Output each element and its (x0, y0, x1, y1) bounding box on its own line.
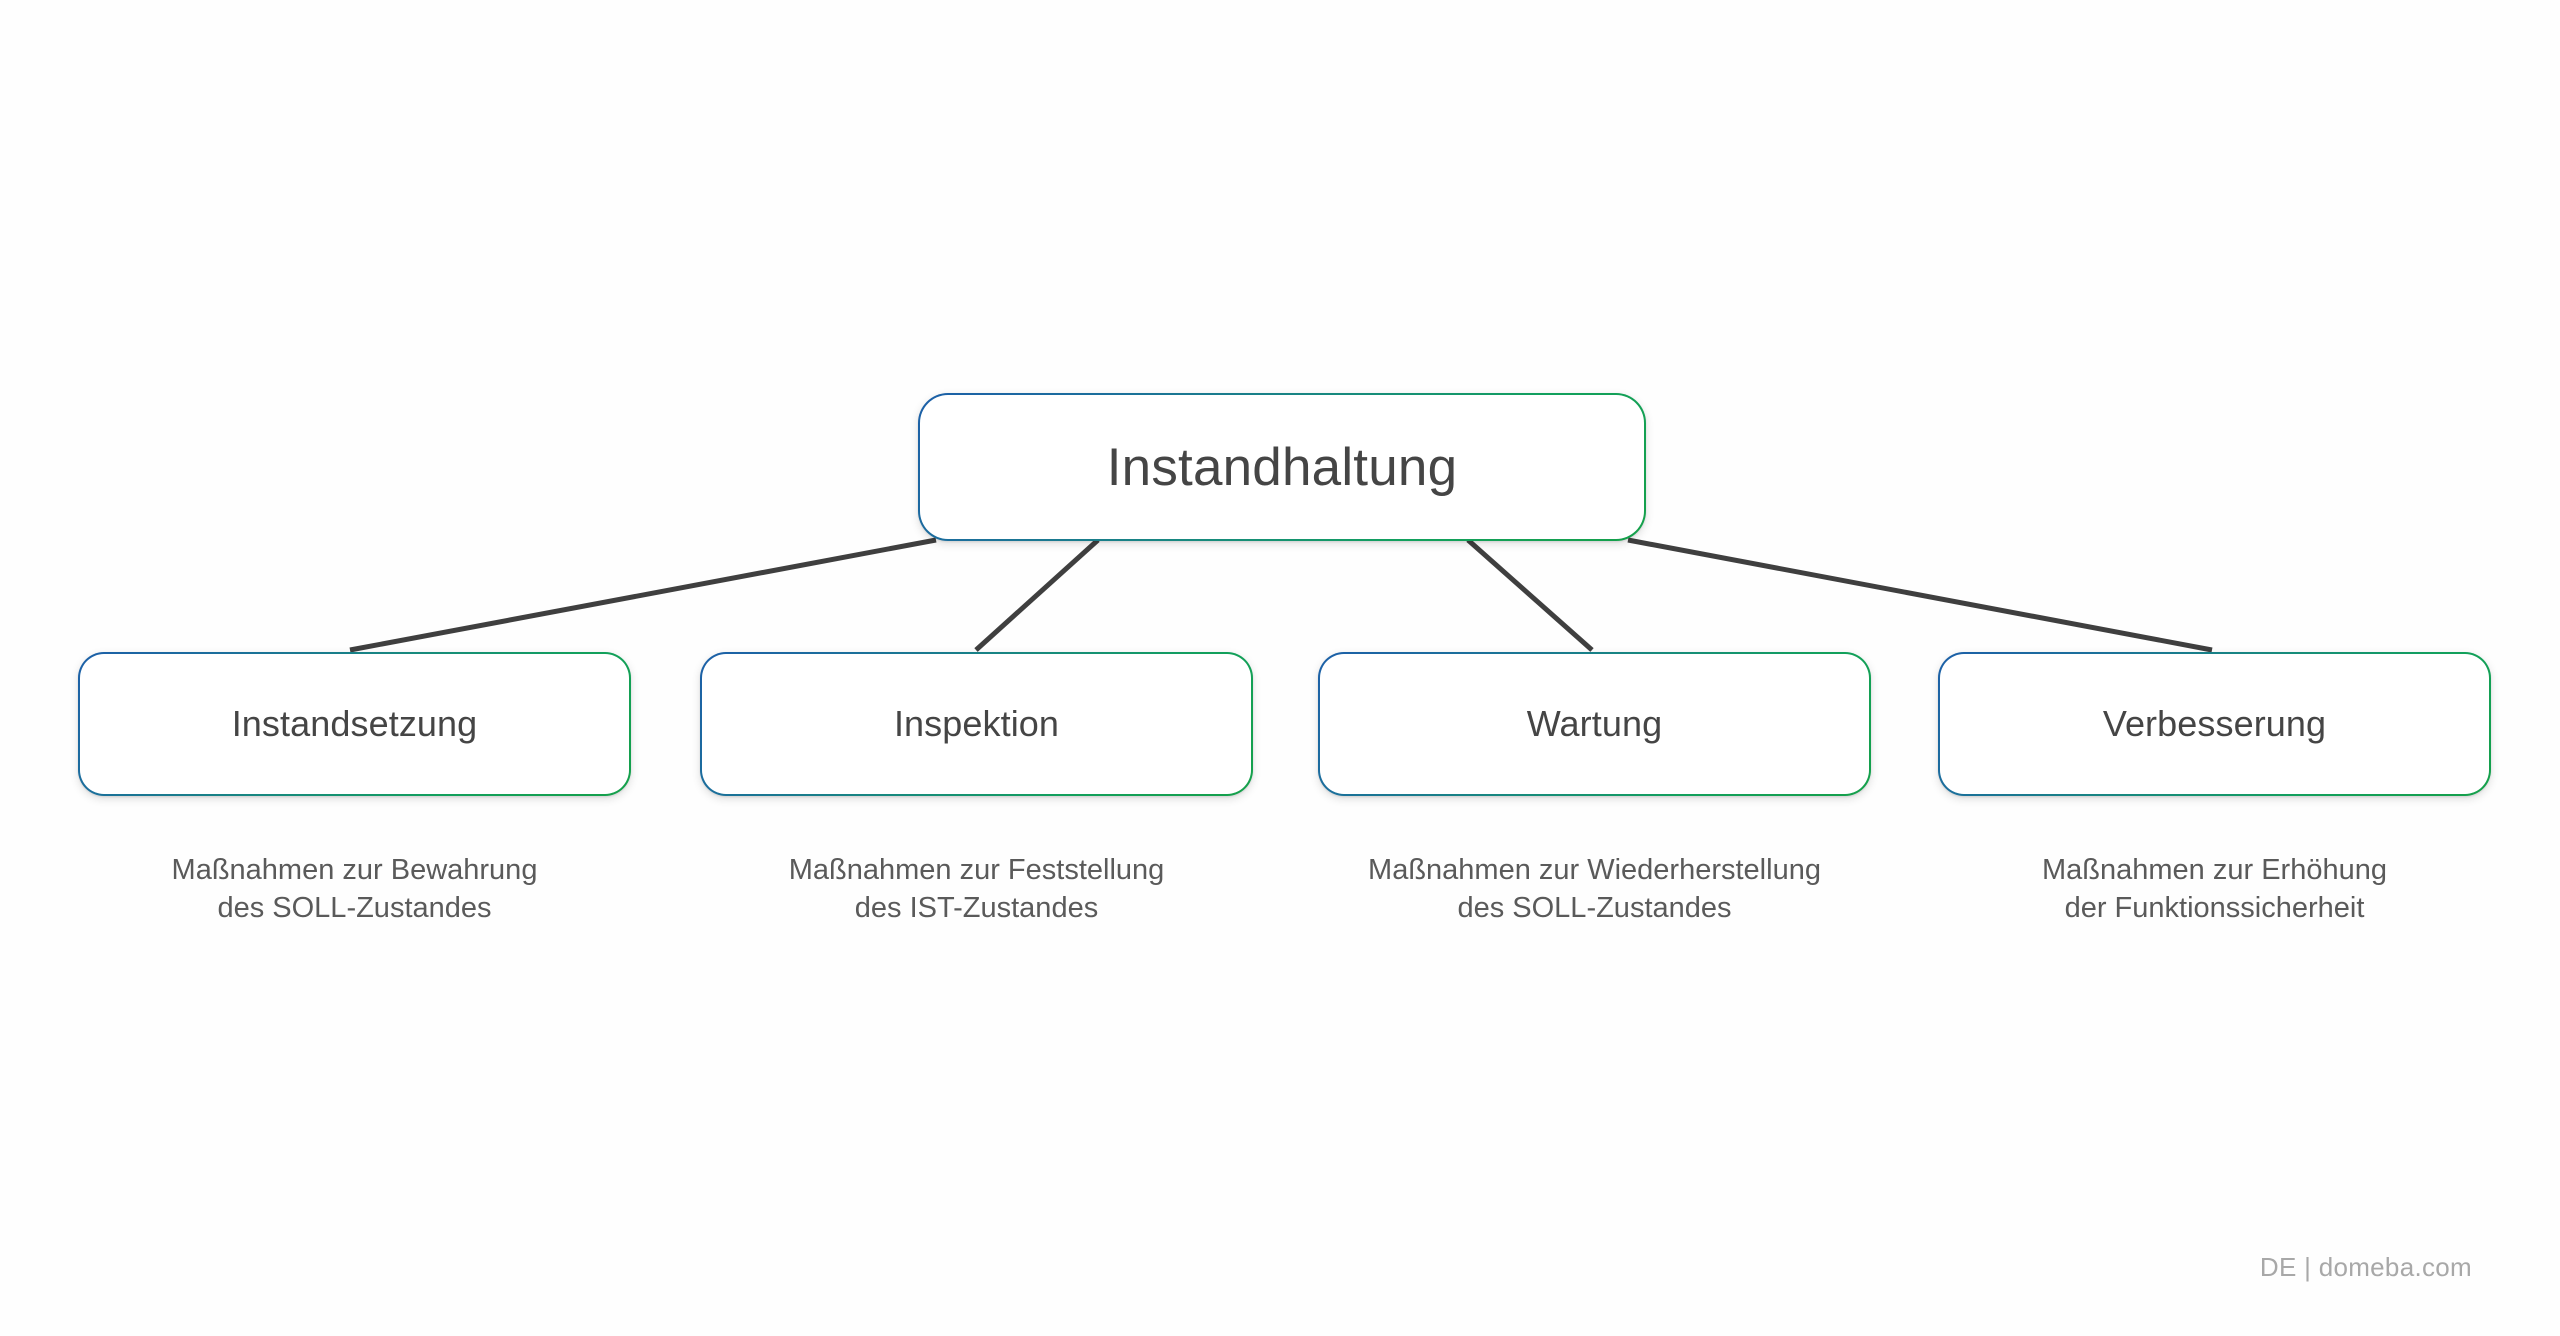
child-node-inner-3: Verbesserung (1940, 654, 2489, 794)
child-node-label-0: Instandsetzung (231, 703, 478, 744)
caption-line-2-1: Maßnahmen zur Wiederherstellung (1368, 854, 1821, 886)
child-node-inner-1: Inspektion (702, 654, 1251, 794)
child-node-inner-0: Instandsetzung (80, 654, 629, 794)
connector-line-1 (974, 538, 1100, 652)
caption-line-1-2: des IST-Zustandes (854, 892, 1099, 925)
child-caption-verbesserung: Maßnahmen zur Erhöhung der Funktionssich… (1938, 851, 2491, 928)
child-node-wartung[interactable]: Wartung (1318, 652, 1871, 796)
root-node-label: Instandhaltung (1106, 437, 1458, 497)
caption-line-0-1: Maßnahmen zur Bewahrung (171, 854, 538, 886)
child-node-inspektion[interactable]: Inspektion (700, 652, 1253, 796)
root-node-instandhaltung[interactable]: Instandhaltung (918, 393, 1646, 541)
child-caption-instandsetzung: Maßnahmen zur Bewahrung des SOLL-Zustand… (78, 851, 631, 928)
caption-line-0-2: des SOLL-Zustandes (217, 892, 492, 925)
child-caption-inspektion: Maßnahmen zur Feststellung des IST-Zusta… (700, 851, 1253, 928)
caption-line-1-1: Maßnahmen zur Feststellung (788, 854, 1165, 886)
connector-line-3 (1627, 537, 2213, 653)
caption-line-3-1: Maßnahmen zur Erhöhung (2042, 854, 2387, 886)
child-node-label-3: Verbesserung (2102, 703, 2327, 744)
child-node-inner-2: Wartung (1320, 654, 1869, 794)
caption-line-3-2: der Funktionssicherheit (2064, 892, 2365, 925)
caption-line-2-2: des SOLL-Zustandes (1457, 892, 1732, 925)
connector-line-0 (349, 537, 937, 653)
footer-watermark: DE | domeba.com (2259, 1252, 2472, 1282)
child-node-verbesserung[interactable]: Verbesserung (1938, 652, 2491, 796)
child-node-instandsetzung[interactable]: Instandsetzung (78, 652, 631, 796)
child-node-label-1: Inspektion (893, 703, 1060, 744)
child-node-label-2: Wartung (1526, 703, 1663, 744)
child-caption-wartung: Maßnahmen zur Wiederherstellung des SOLL… (1298, 851, 1891, 928)
root-node-inner: Instandhaltung (920, 395, 1644, 539)
connector-line-2 (1466, 538, 1594, 652)
